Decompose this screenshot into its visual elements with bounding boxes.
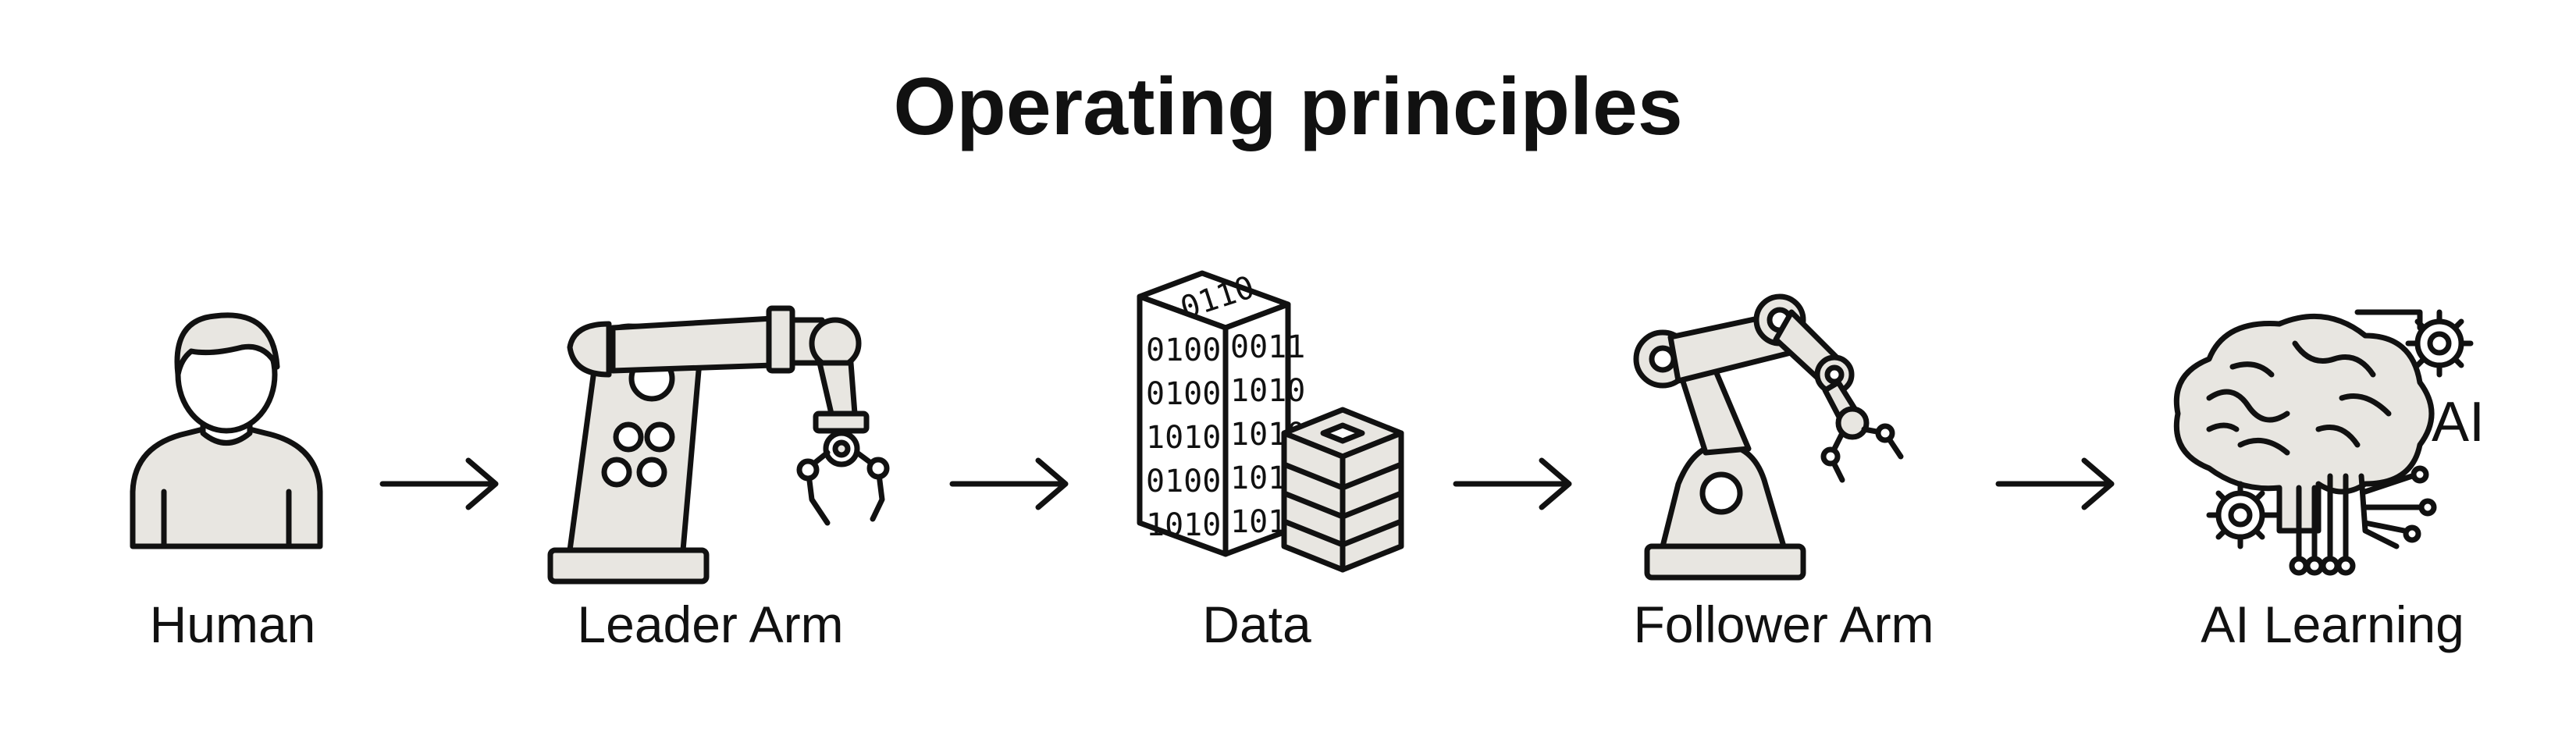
step-follower-arm-label: Follower Arm xyxy=(1633,595,1934,653)
arrow-right-icon xyxy=(1995,457,2115,510)
svg-text:0011: 0011 xyxy=(1230,329,1305,365)
svg-text:0100: 0100 xyxy=(1146,376,1221,412)
leader-robot-arm-icon xyxy=(547,305,890,585)
svg-text:0100: 0100 xyxy=(1146,464,1221,499)
step-leader-arm-label: Leader Arm xyxy=(577,595,844,653)
arrow-1 xyxy=(379,453,503,519)
step-data: 0110 0100 0100 1010 0100 1010 0011 1010 … xyxy=(1124,265,1421,578)
step-ai-learning: AI xyxy=(2162,297,2506,593)
binary-data-stack-icon: 0110 0100 0100 1010 0100 1010 0011 1010 … xyxy=(1137,269,1404,573)
ai-brain-icon: AI xyxy=(2173,309,2485,576)
step-data-label: Data xyxy=(1202,595,1311,653)
arrow-right-icon xyxy=(379,457,499,510)
arrow-right-icon xyxy=(1453,457,1572,510)
arrow-4 xyxy=(1994,453,2119,519)
follower-robot-arm-icon xyxy=(1633,293,1904,581)
step-human-label: Human xyxy=(149,595,316,653)
svg-text:1010: 1010 xyxy=(1146,420,1221,456)
svg-text:1010: 1010 xyxy=(1230,373,1305,409)
arrow-right-icon xyxy=(949,457,1069,510)
arrow-2 xyxy=(948,453,1073,519)
step-ai-learning-label: AI Learning xyxy=(2201,595,2464,653)
svg-text:AI: AI xyxy=(2432,391,2485,453)
person-icon xyxy=(130,312,323,549)
step-leader-arm xyxy=(539,297,929,585)
svg-text:1010: 1010 xyxy=(1146,507,1221,543)
page-title: Operating principles xyxy=(893,62,1683,152)
step-follower-arm xyxy=(1631,289,1959,585)
arrow-3 xyxy=(1452,453,1577,519)
step-human xyxy=(117,258,336,570)
svg-text:0100: 0100 xyxy=(1146,332,1221,368)
